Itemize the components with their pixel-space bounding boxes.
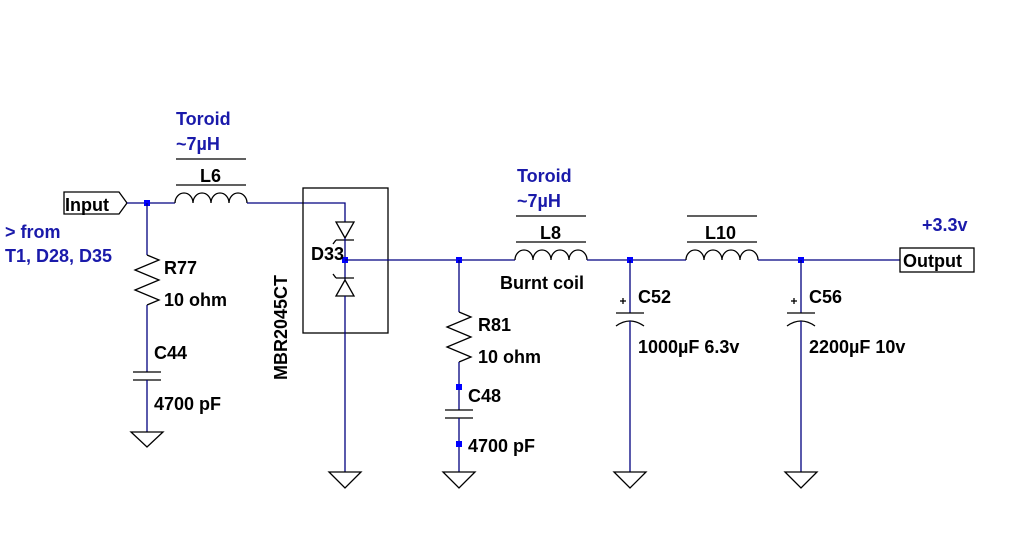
resistor-R77 [133, 254, 161, 306]
output-port[interactable]: Output [899, 247, 975, 273]
r77-label: R77 [164, 258, 197, 278]
burnt-coil-note: Burnt coil [500, 273, 584, 293]
c44-label: C44 [154, 343, 187, 363]
l6-inductance-note: ~7µH [176, 134, 220, 154]
c56-value: 2200µF 10v [809, 337, 905, 357]
junction-dot [456, 384, 462, 390]
capacitor-C48 [445, 409, 473, 419]
capacitor-C44 [133, 371, 161, 381]
r81-label: R81 [478, 315, 511, 335]
l6-toroid-note: Toroid [176, 109, 231, 129]
from-note-line1: > from [5, 222, 61, 242]
d33-label: D33 [311, 244, 344, 264]
l6-label: L6 [200, 166, 221, 186]
resistor-R81 [445, 311, 473, 363]
r77-value: 10 ohm [164, 290, 227, 310]
input-port-label: Input [65, 195, 109, 215]
input-port[interactable]: Input [63, 191, 128, 215]
ground-symbol [327, 471, 363, 489]
l10-label: L10 [705, 223, 736, 243]
wire [247, 202, 346, 222]
l8-toroid-note: Toroid [517, 166, 572, 186]
ground-symbol [783, 471, 819, 489]
c52-label: C52 [638, 287, 671, 307]
junction-dot [456, 441, 462, 447]
ground-symbol [129, 431, 165, 448]
diode-D33 [332, 221, 356, 472]
l8-label: L8 [540, 223, 561, 243]
inductor-L10 [685, 215, 759, 261]
c48-value: 4700 pF [468, 436, 535, 456]
voltage-note: +3.3v [922, 215, 968, 235]
r81-value: 10 ohm [478, 347, 541, 367]
c48-label: C48 [468, 386, 501, 406]
inductor-L8 [514, 215, 588, 261]
ground-symbol [441, 471, 477, 489]
from-note-line2: T1, D28, D35 [5, 246, 112, 266]
inductor-L6 [174, 158, 248, 204]
ground-symbol [612, 471, 648, 489]
c52-value: 1000µF 6.3v [638, 337, 739, 357]
d33-part-number: MBR2045CT [271, 275, 291, 380]
c44-value: 4700 pF [154, 394, 221, 414]
c56-label: C56 [809, 287, 842, 307]
l8-inductance-note: ~7µH [517, 191, 561, 211]
output-port-label: Output [903, 251, 962, 271]
